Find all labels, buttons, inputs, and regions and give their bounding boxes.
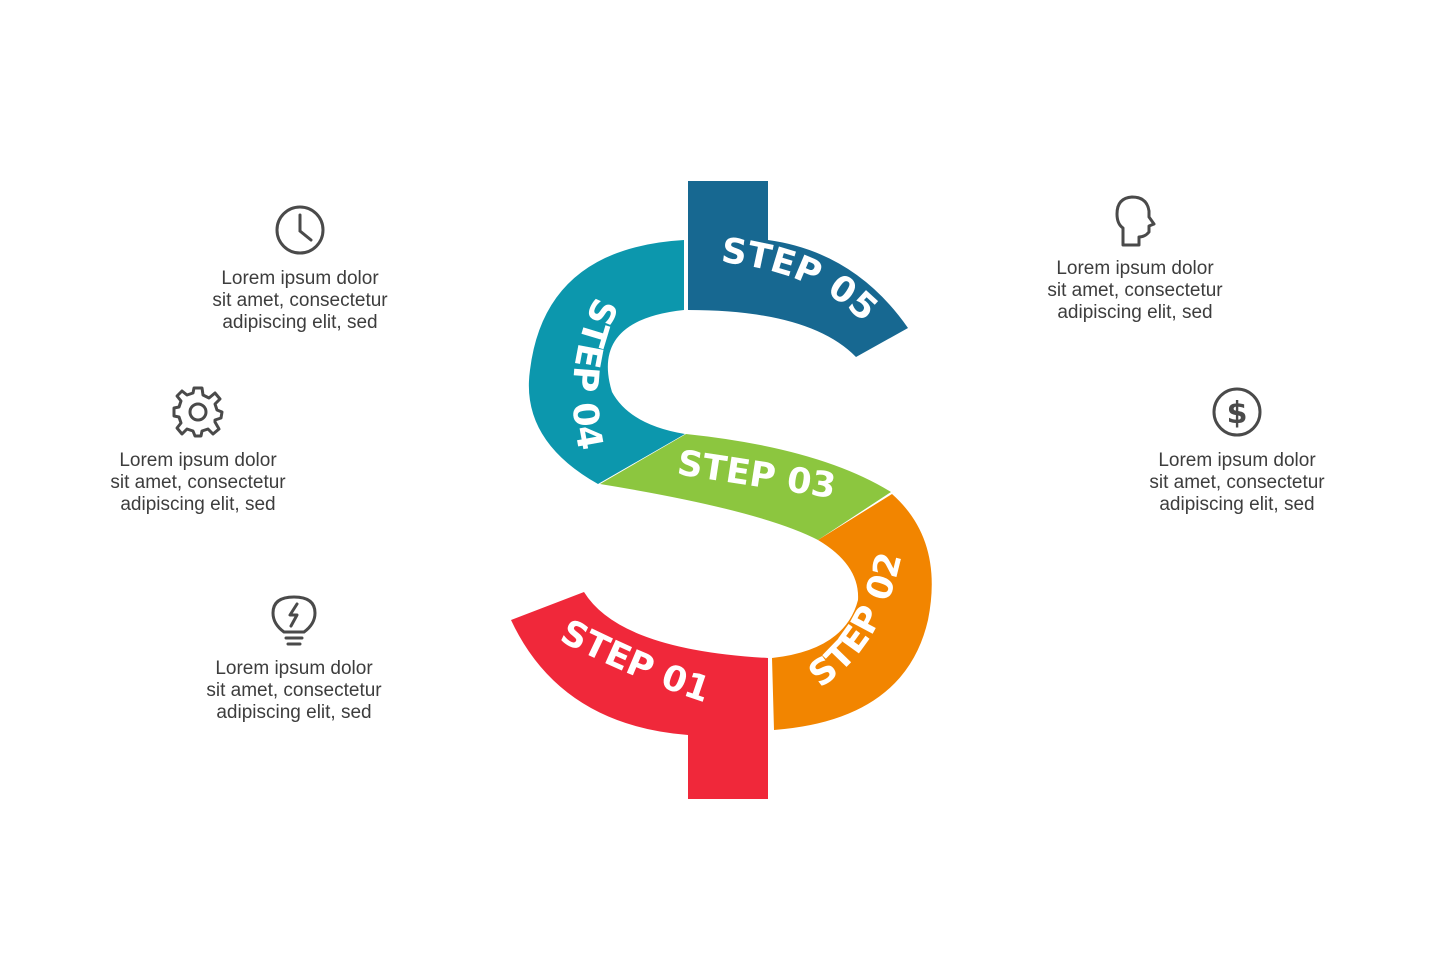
info-line: Lorem ipsum dolor [221, 268, 379, 289]
step-05-segment[interactable]: STEP 05 [688, 181, 908, 357]
info-line: adipiscing elit, sed [120, 494, 276, 515]
info-block-clock: Lorem ipsum dolor sit amet, consectetur … [140, 202, 460, 334]
info-line: adipiscing elit, sed [1057, 302, 1213, 323]
info-line: sit amet, consectetur [1047, 280, 1223, 301]
info-line: Lorem ipsum dolor [1056, 258, 1214, 279]
step-04-shape [528, 240, 685, 484]
step-03-segment[interactable]: STEP 03 [600, 434, 891, 540]
dollar-coin-icon: $ [1212, 387, 1262, 437]
info-text: Lorem ipsum dolor sit amet, consectetur … [1077, 450, 1397, 516]
info-line: adipiscing elit, sed [222, 312, 378, 333]
step-01-shape [511, 592, 768, 799]
info-line: adipiscing elit, sed [216, 702, 372, 723]
head-profile-icon [1115, 195, 1156, 247]
info-line: adipiscing elit, sed [1159, 494, 1315, 515]
step-05-shape [688, 181, 908, 357]
svg-text:$: $ [1227, 396, 1248, 431]
step-01-segment[interactable]: STEP 01 [511, 592, 768, 799]
info-line: Lorem ipsum dolor [215, 658, 373, 679]
info-block-gear: Lorem ipsum dolor sit amet, consectetur … [38, 384, 358, 516]
info-text: Lorem ipsum dolor sit amet, consectetur … [38, 450, 358, 516]
info-block-lightbulb: Lorem ipsum dolor sit amet, consectetur … [134, 592, 454, 724]
info-text: Lorem ipsum dolor sit amet, consectetur … [140, 268, 460, 334]
info-line: Lorem ipsum dolor [119, 450, 277, 471]
info-line: sit amet, consectetur [1149, 472, 1325, 493]
step-04-segment[interactable]: STEP 04 [528, 240, 685, 484]
info-line: sit amet, consectetur [212, 290, 388, 311]
step-02-shape [772, 494, 932, 730]
info-block-head: Lorem ipsum dolor sit amet, consectetur … [975, 192, 1295, 324]
clock-icon [275, 205, 325, 255]
info-block-dollar: $ Lorem ipsum dolor sit amet, consectetu… [1077, 384, 1397, 516]
info-line: sit amet, consectetur [110, 472, 286, 493]
gear-icon [172, 386, 224, 438]
lightbulb-icon [271, 595, 317, 646]
info-line: sit amet, consectetur [206, 680, 382, 701]
info-line: Lorem ipsum dolor [1158, 450, 1316, 471]
info-text: Lorem ipsum dolor sit amet, consectetur … [134, 658, 454, 724]
step-03-shape [600, 434, 891, 540]
info-text: Lorem ipsum dolor sit amet, consectetur … [975, 258, 1295, 324]
